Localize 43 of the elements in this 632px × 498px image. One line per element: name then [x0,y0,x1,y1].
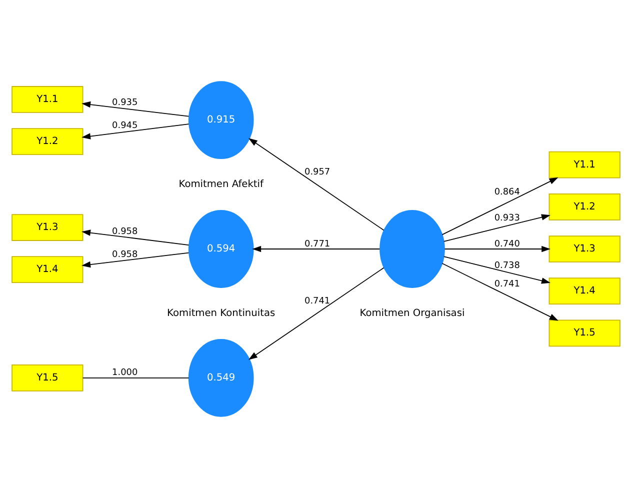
arrow [444,246,551,252]
node-label: Komitmen Organisasi [360,308,465,319]
edge-label: 0.864 [494,187,520,198]
node-box: Y1.2 [548,194,620,220]
node-box: Y1.5 [548,320,620,347]
node-label: Komitmen Afektif [178,179,264,190]
node-ellipse: 0.549 [188,338,254,417]
node-box: Y1.1 [12,86,84,113]
arrow [443,214,550,242]
edge-label: 0.933 [494,213,520,224]
node-box: Y1.3 [548,236,620,262]
node-ellipse: 0.594 [188,210,254,288]
edge-label: 0.741 [304,296,330,307]
arrow [248,138,384,231]
edge-label: 0.738 [494,260,520,271]
node-box: Y1.2 [12,128,84,155]
edge-label: 0.741 [494,280,520,290]
arrow [82,230,190,246]
arrow [252,246,380,252]
node-box: Y1.3 [12,214,84,241]
arrow [82,252,190,268]
edge-label: 0.935 [112,98,138,108]
node-circle [380,210,445,288]
arrow [442,177,558,236]
edge-label: 0.958 [112,226,138,237]
edge-label: 0.958 [112,250,138,260]
arrow [82,124,190,140]
arrow [82,101,190,117]
node-box: Y1.1 [548,151,620,178]
edge-label: 0.957 [304,168,330,178]
connector [82,377,190,378]
arrow [248,267,384,360]
edge-label: 1.000 [112,368,138,378]
node-box: Y1.4 [548,278,620,304]
node-ellipse: 0.915 [188,81,254,160]
edge-label: 0.771 [304,239,330,250]
node-label: Komitmen Kontinuitas [167,308,276,319]
arrow [442,262,558,321]
edge-label: 0.945 [112,121,138,132]
arrow [443,256,550,284]
node-box: Y1.4 [12,256,84,284]
edge-label: 0.740 [494,239,520,250]
node-box: Y1.5 [12,364,84,392]
